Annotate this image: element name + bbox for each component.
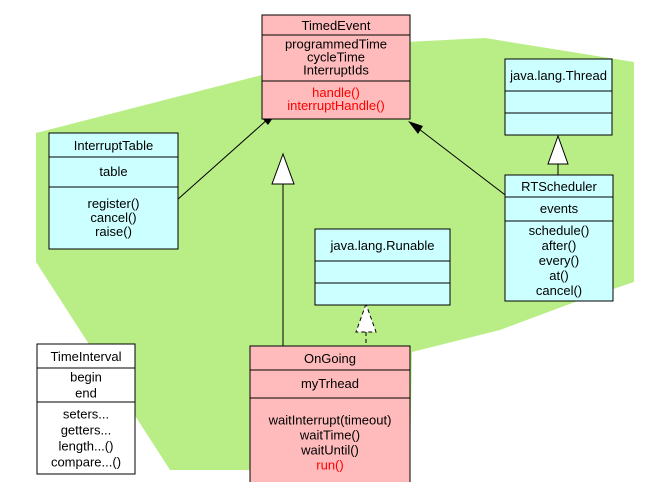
method-item: raise() — [95, 224, 132, 239]
class-name-compartment — [48, 132, 179, 158]
class-java-lang-runable: java.lang.Runable — [314, 228, 451, 306]
method-item: every() — [539, 253, 579, 268]
method-item: schedule() — [529, 223, 590, 238]
method-item: at() — [549, 268, 569, 283]
method-item: length...() — [59, 438, 114, 453]
class-name: InterruptTable — [74, 138, 154, 153]
class-name-compartment — [249, 345, 411, 371]
method-item: cancel() — [90, 210, 136, 225]
attribute-compartment — [261, 34, 411, 82]
attribute-compartment — [36, 367, 136, 403]
attribute-item: myTrhead — [301, 376, 359, 391]
generalization-triangle-rtscheduler — [547, 134, 569, 165]
class-name: TimeInterval — [50, 349, 121, 364]
method-compartment — [249, 397, 411, 482]
attribute-item: cycleTime — [307, 50, 365, 65]
class-name: TimedEvent — [302, 18, 371, 33]
attribute-compartment — [249, 369, 411, 399]
method-item: seters... — [63, 406, 109, 421]
attribute-item: table — [99, 164, 127, 179]
class-name: OnGoing — [304, 351, 356, 366]
method-item: run() — [316, 458, 343, 473]
generalization-triangle-ongoing — [271, 152, 295, 185]
method-item: compare...() — [51, 454, 121, 469]
association-arrowhead-right — [408, 121, 423, 134]
attribute-compartment — [314, 260, 451, 284]
class-timedevent: TimedEvent programmedTimecycleTimeInterru… — [261, 14, 411, 120]
realization-triangle-ongoing — [355, 302, 377, 333]
method-item: waitTime() — [299, 428, 360, 443]
method-compartment — [48, 186, 179, 250]
method-compartment — [36, 401, 136, 475]
method-item: waitInterrupt(timeout) — [268, 413, 392, 428]
method-item: register() — [87, 196, 139, 211]
attribute-item: programmedTime — [285, 37, 387, 52]
method-compartment — [261, 80, 411, 120]
class-ongoing: OnGoingmyTrheadwaitInterrupt(timeout)wai… — [249, 345, 411, 482]
class-rtscheduler: RTScheduler events schedule()after()every(… — [504, 174, 614, 302]
attribute-item: end — [75, 385, 97, 400]
method-item: waitUntil() — [300, 443, 359, 458]
attribute-item: events — [540, 201, 579, 216]
attribute-item: InterruptIds — [303, 63, 369, 78]
association-interrupttable-timedevent — [176, 118, 269, 201]
method-compartment — [314, 282, 451, 306]
method-compartment — [504, 112, 613, 136]
class-interrupttable: InterruptTable table register()cancel()rai… — [48, 132, 179, 250]
method-item: interruptHandle() — [287, 98, 385, 113]
class-java-lang-thread: java.lang.Thread — [504, 58, 613, 136]
class-name-compartment — [314, 228, 451, 262]
class-name: java.lang.Runable — [329, 238, 434, 253]
method-item: getters... — [61, 422, 112, 437]
class-name-compartment — [504, 58, 613, 92]
class-name: RTScheduler — [521, 179, 597, 194]
attribute-compartment — [504, 196, 614, 222]
method-item: after() — [542, 238, 577, 253]
method-compartment — [504, 220, 614, 302]
attribute-item: begin — [70, 369, 102, 384]
method-item: cancel() — [536, 283, 582, 298]
class-name: java.lang.Thread — [509, 68, 607, 83]
class-name-compartment — [36, 343, 136, 369]
attribute-compartment — [504, 90, 613, 114]
method-item: handle() — [312, 85, 360, 100]
